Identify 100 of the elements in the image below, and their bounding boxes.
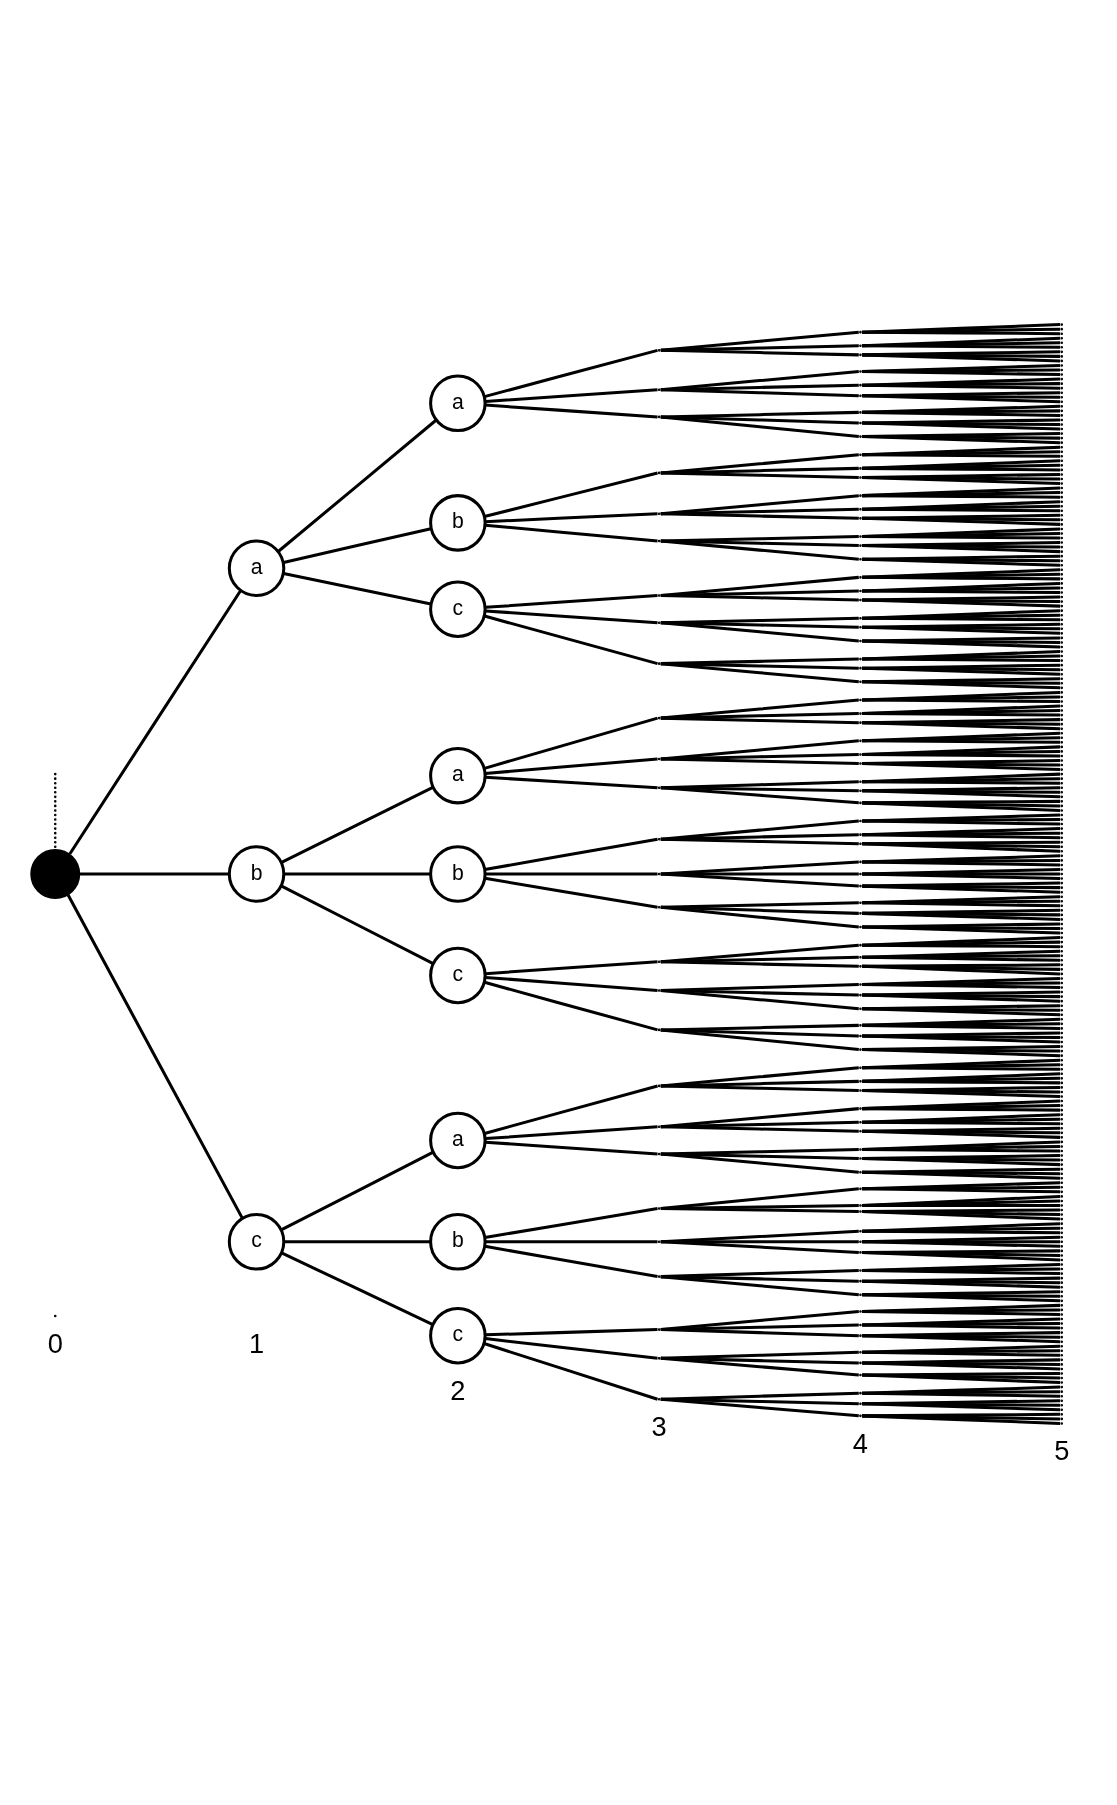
node-point [1060, 831, 1064, 835]
node-circle: b [227, 845, 286, 903]
node-point [1060, 804, 1064, 808]
node-point [1060, 405, 1064, 408]
node-point [859, 616, 862, 620]
node-point [859, 589, 862, 593]
connector [862, 581, 1061, 593]
node-point [657, 960, 661, 964]
node-point [1060, 945, 1064, 948]
node-point [1060, 1208, 1064, 1212]
node-circle: b [429, 1213, 487, 1271]
node-point [1060, 1204, 1064, 1207]
connector [484, 980, 658, 1032]
connector [862, 421, 1061, 426]
node-point [53, 786, 57, 790]
node-point [1060, 355, 1064, 358]
node-point [1060, 1240, 1064, 1244]
connector [280, 884, 434, 965]
node-point [1060, 1254, 1064, 1257]
connector [660, 1275, 859, 1297]
node-point [1060, 545, 1064, 549]
node-point [53, 772, 57, 776]
node-point [1060, 1190, 1064, 1194]
connector [862, 418, 1061, 425]
node-point [53, 827, 57, 830]
node-point [1060, 1167, 1064, 1171]
connector [862, 925, 1061, 935]
connector [484, 614, 658, 666]
node-point [657, 662, 661, 665]
node-point [1060, 559, 1064, 562]
connector [862, 911, 1061, 921]
node-point [1060, 1081, 1064, 1085]
node-point [657, 1028, 661, 1032]
node-point [1060, 845, 1064, 849]
connector [862, 445, 1061, 457]
node-point [657, 621, 661, 625]
connector [660, 872, 859, 888]
connector [485, 1240, 658, 1244]
node-point [859, 626, 862, 629]
node-point [859, 925, 862, 929]
connector [284, 872, 431, 876]
connector [862, 1210, 1061, 1221]
node-point [859, 789, 862, 793]
connector [862, 884, 1061, 894]
node-point [1060, 1131, 1064, 1135]
connector [862, 1076, 1061, 1083]
connector [862, 609, 1061, 620]
connector [862, 1350, 1061, 1357]
node-point [1060, 464, 1064, 467]
node-point [1060, 1036, 1064, 1039]
connector [660, 1207, 859, 1214]
node-point [1060, 1013, 1064, 1017]
connector [660, 1328, 859, 1338]
node-point [657, 349, 661, 352]
node-point [859, 639, 862, 643]
node-point [859, 370, 862, 373]
connector [484, 1207, 658, 1239]
connector [484, 1244, 658, 1279]
connector [660, 1147, 859, 1156]
connector [862, 1072, 1061, 1083]
node-point [1060, 1394, 1064, 1398]
node-point [859, 1373, 862, 1377]
node-point [1060, 1363, 1064, 1366]
connector [862, 475, 1061, 486]
node-point [53, 818, 57, 821]
node-point [859, 598, 862, 602]
node-point [1060, 999, 1064, 1003]
connector [660, 1028, 859, 1038]
connector [862, 993, 1061, 1003]
connector [485, 1337, 658, 1360]
node-point [859, 842, 862, 846]
connector [862, 818, 1061, 823]
connector [862, 1117, 1061, 1124]
connector [862, 1194, 1061, 1207]
node-point [1060, 336, 1064, 340]
node-point [1060, 491, 1064, 494]
node-point [859, 1414, 862, 1418]
connector [862, 507, 1061, 513]
node-point [53, 804, 57, 808]
node-point [1060, 836, 1064, 839]
node-point [859, 1391, 862, 1395]
connector [862, 650, 1061, 661]
connector [862, 867, 1061, 876]
node-point [53, 777, 57, 780]
node-circle: c [429, 580, 487, 638]
connector [862, 344, 1061, 349]
node-point [859, 1187, 862, 1191]
node-point [1060, 863, 1064, 867]
node-point [53, 840, 57, 844]
node-point [1060, 822, 1064, 826]
node-point [1060, 700, 1064, 703]
node-point [657, 1275, 661, 1278]
node-point [1060, 1136, 1064, 1139]
node-point [859, 1007, 862, 1011]
node-point [657, 1084, 661, 1088]
node-point [1060, 959, 1064, 962]
connector [485, 960, 658, 976]
node-point [1060, 909, 1064, 912]
connector [862, 925, 1061, 930]
node-point [1060, 641, 1064, 644]
